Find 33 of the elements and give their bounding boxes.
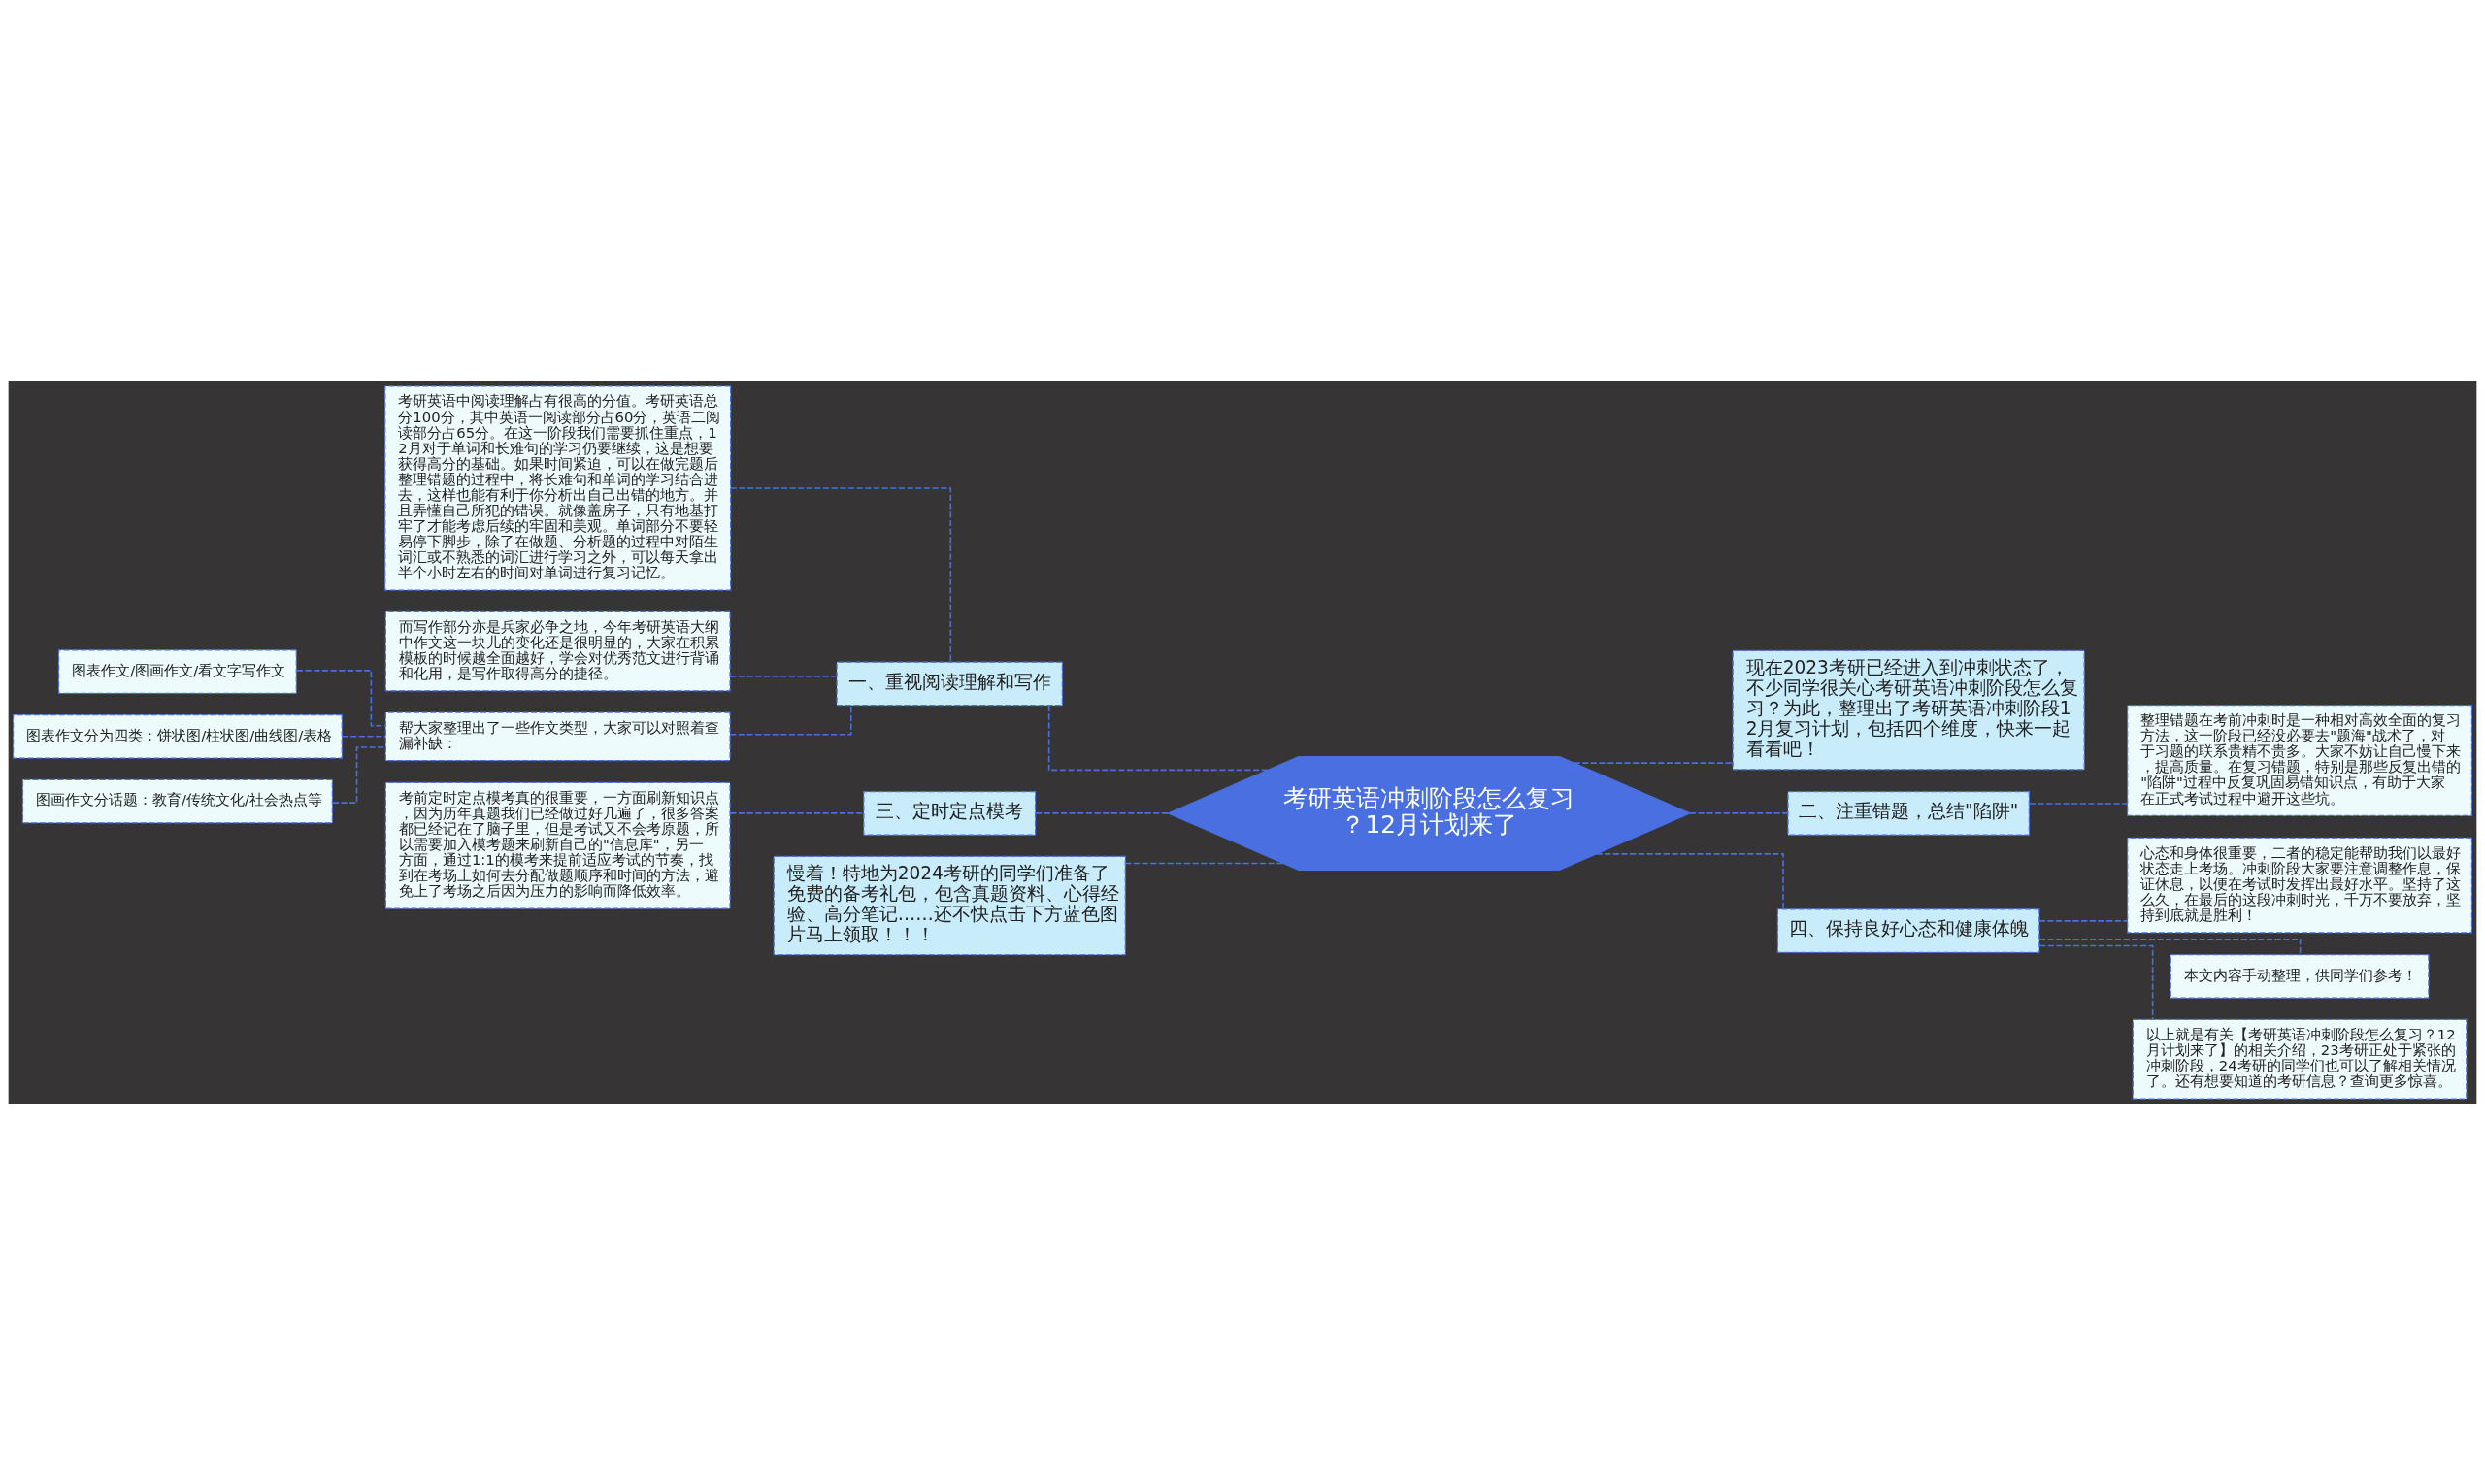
node-box: 图表作文分为四类：饼状图/柱状图/曲线图/表格 [13,713,343,759]
node-box: 考研英语中阅读理解占有很高的分值。考研英语总分100分，其中英语一阅读部分占60分，英语二阅读部分占65分。在这一阶段我们需要抓住重点，12月对于单词和长难句的学习仍要继续，这是想要获得高分的基础。如果时间紧迫，可以在做完题后整理错题的过程中，将长难句和单词的学习结合进去，这样也能有利于你分析出自己出错的地方。并且弄懂自己所犯的错误。就像盖房子，只有地基打牢了才能考虑后续的牢固和美观。单词部分不要轻易停下脚步，除了在做题、分析题的过程中对陌生词汇或不熟悉的词汇进行学习之外，可以每天拿出半个小时左右的时间对单词进行复习记忆。 [384,384,732,591]
connector [1047,704,1269,771]
node-box: 一、重视阅读理解和写作 [836,661,1063,706]
node-box: 心态和身体很重要，二者的稳定能帮助我们以最好状态走上考场。冲刺阶段大家要注意调整作息，保证休息，以便在考试时发挥出最好水平。坚持了这么久，在最后的这段冲刺时光，千万不要放弃，坚持到底就是胜利！ [2127,837,2472,933]
connector [729,675,838,677]
connector [1124,862,1284,864]
connector [341,735,386,738]
connector [729,811,865,814]
connector [2038,944,2154,1020]
connector [1595,852,1784,909]
node-box: 现在2023考研已经进入到冲刺状态了，不少同学很关心考研英语冲刺阶段怎么复习？为此，整理出了考研英语冲刺阶段12月复习计划，包括四个维度，快来一起看看吧！ [1732,649,2085,770]
connector [2029,802,2129,805]
connector [729,486,952,663]
node-box: 考前定时定点模考真的很重要，一方面刷新知识点，因为历年真题我们已经做过好几遍了，很多答案都已经记在了脑子里，但是考试又不会考原题，所以需要加入模考题来刷新自己的"信息库"，另一方面，通过1:1的模考来提前适应考试的节奏，找到在考场上如何去分配做题顺序和时间的方法，避免上了考场之后因为压力的影响而降低效率。 [384,781,731,909]
node-box: 三、定时定点模考 [863,790,1037,836]
node-box: 以上就是有关【考研英语冲刺阶段怎么复习？12月计划来了】的相关介绍，23考研正处于紧张的冲刺阶段，24考研的同学们也可以了解相关情况了。还有想要知道的考研信息？查询更多惊喜。 [2132,1018,2468,1100]
node-box: 而写作部分亦是兵家必争之地，今年考研英语大纲中作文这一块儿的变化还是很明显的，大家在积累模板的时候越全面越好，学会对优秀范文进行背诵和化用，是写作取得高分的捷径。 [384,610,731,691]
node-box: 本文内容手动整理，供同学们参考！ [2170,953,2430,999]
connector [296,669,386,726]
node-box: 整理错题在考前冲刺时是一种相对高效全面的复习方法，这一阶段已经没必要去"题海"战术了，对于习题的联系贵精不贵多。大家不妨让自己慢下来，提高质量。在复习错题，特别是那些反复出错的"陷阱"过程中反复巩固易错知识点，有助于大家在正式考试过程中避开这些坑。 [2127,704,2472,816]
connector [1035,811,1170,814]
node-box: 图画作文分话题：教育/传统文化/社会热点等 [21,778,333,823]
node-box: 慢着！特地为2024考研的同学们准备了免费的备考礼包，包含真题资料、心得经验、高分笔记……还不快点击下方蓝色图片马上领取！！！ [773,855,1126,955]
connector [1689,811,1789,814]
node-box: 二、注重错题，总结"陷阱" [1787,790,2030,836]
connector [2038,919,2129,922]
connector [2038,938,2302,955]
node-box: 帮大家整理出了一些作文类型，大家可以对照着查漏补缺： [384,711,731,761]
node-box: 图表作文/图画作文/看文字写作文 [57,648,297,694]
node-box: 四、保持良好心态和健康体魄 [1776,907,2040,953]
connector [1573,761,1734,764]
connector [729,704,852,736]
